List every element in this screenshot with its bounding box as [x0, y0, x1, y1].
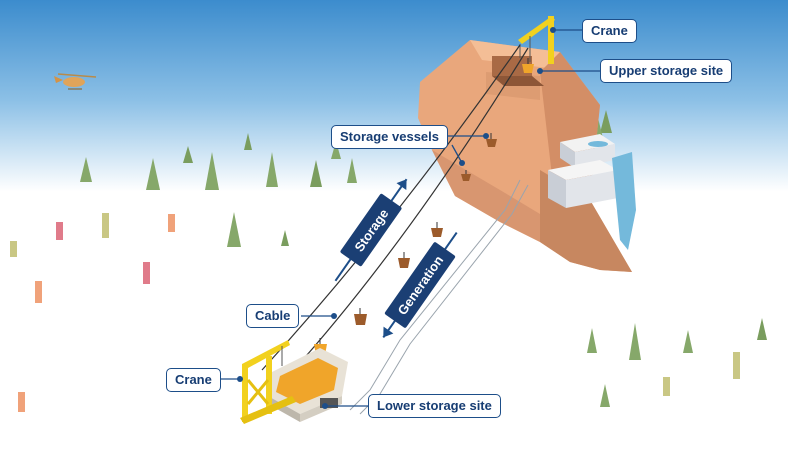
tree: [183, 146, 193, 163]
water-structures: [548, 134, 636, 250]
tree: [80, 157, 92, 182]
shrubs: [10, 213, 740, 412]
tree: [244, 133, 252, 150]
storage-vessel: [431, 222, 443, 237]
shrub: [10, 241, 17, 257]
callout-storage-vessels: Storage vessels: [331, 125, 449, 149]
tree: [146, 158, 160, 190]
tree: [310, 160, 322, 187]
storage-vessel: [398, 252, 410, 268]
tree: [347, 158, 357, 183]
tree: [266, 152, 278, 187]
callout-cable: Cable: [246, 304, 300, 328]
crane-bottom-structure: [240, 340, 296, 424]
callout-lower-storage-site-text: Lower storage site: [377, 398, 492, 413]
callout-crane-bottom: Crane: [166, 368, 221, 392]
tree: [757, 318, 767, 340]
storage-vessel: [461, 170, 471, 181]
callout-cable-text: Cable: [255, 308, 291, 323]
shrub: [18, 392, 25, 412]
tree: [600, 384, 610, 407]
callout-upper-storage-site: Upper storage site: [600, 59, 733, 83]
tree: [281, 230, 289, 246]
shrub: [733, 352, 740, 379]
tree: [600, 110, 612, 133]
storage-vessel: [522, 58, 534, 73]
shrub: [168, 214, 175, 232]
generation-arrow-badge: [384, 242, 456, 328]
shrub: [56, 222, 63, 240]
leader-lines: [220, 27, 600, 409]
shrub: [143, 262, 150, 284]
storage-vessel: [354, 308, 367, 325]
shrub: [102, 213, 109, 238]
tree: [331, 141, 341, 159]
callout-lower-storage-site: Lower storage site: [368, 394, 501, 418]
shrub: [35, 281, 42, 303]
cliff: [418, 40, 632, 272]
tree: [683, 330, 693, 353]
tree: [205, 152, 219, 190]
waterfall: [612, 152, 636, 250]
shrub: [663, 377, 670, 396]
helicopter-icon: [54, 73, 97, 90]
callout-storage-vessels-text: Storage vessels: [340, 129, 440, 144]
storage-vessel: [486, 133, 497, 147]
tree: [629, 323, 641, 360]
callout-crane-top: Crane: [582, 19, 637, 43]
storage-arrow-badge: [340, 193, 402, 267]
callout-crane-top-text: Crane: [591, 23, 628, 38]
callout-crane-bottom-text: Crane: [175, 372, 212, 387]
tree: [587, 328, 597, 353]
tree: [227, 212, 241, 247]
lower-storage-structure: [268, 348, 348, 422]
crane-top-structure: [518, 16, 555, 64]
callout-upper-storage-site-text: Upper storage site: [609, 63, 724, 78]
forest: [80, 110, 767, 407]
